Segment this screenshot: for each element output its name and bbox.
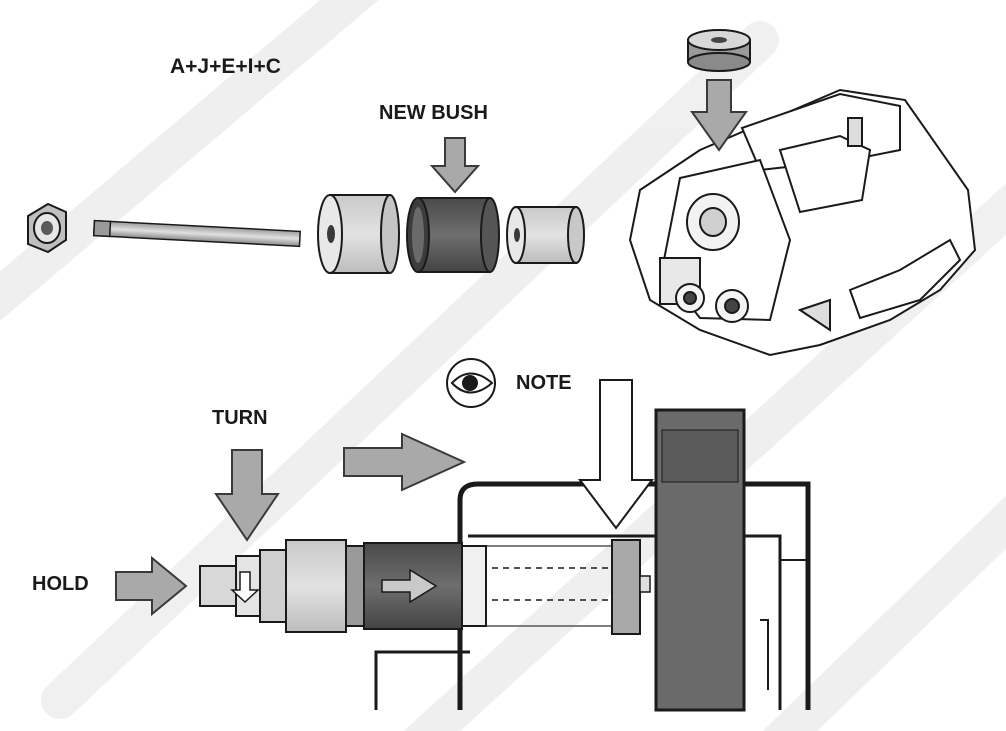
caliper-press-arrow <box>690 79 748 152</box>
hold-label: HOLD <box>32 573 89 595</box>
direction-arrow <box>343 432 467 492</box>
turn-arrow <box>214 449 280 542</box>
note-arrow <box>578 379 654 530</box>
hold-arrow <box>115 555 188 617</box>
caliper-block <box>654 408 746 712</box>
new-bush-label: NEW BUSH <box>379 102 488 124</box>
small-cylinder <box>506 206 585 264</box>
note-label: NOTE <box>516 372 572 394</box>
puck-tool <box>687 29 751 72</box>
bush-plate <box>611 539 651 635</box>
new-bush-arrow <box>429 137 481 194</box>
turn-label: TURN <box>212 407 268 429</box>
bush-push-arrow <box>381 568 438 604</box>
spacer-cylinder <box>317 194 400 274</box>
eye-icon <box>446 358 496 408</box>
nut-turn-arrow <box>230 571 260 604</box>
formula-label: A+J+E+I+C <box>170 55 281 78</box>
new-bush <box>406 197 500 273</box>
threaded-rod <box>92 219 302 248</box>
nut-part <box>27 202 67 254</box>
caliper-illustration <box>628 88 977 357</box>
